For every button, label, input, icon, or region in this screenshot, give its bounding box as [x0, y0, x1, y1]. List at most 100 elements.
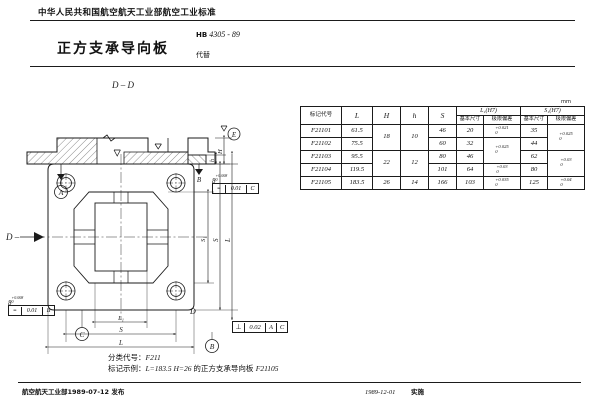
cell-H: 22 — [372, 150, 401, 177]
cell-S: 80 — [428, 150, 457, 164]
cell-S1: 125 — [520, 176, 548, 190]
cell-S1-tol-dn: 0 — [560, 181, 563, 187]
th-H: H — [372, 106, 401, 125]
cell-L1-tol-dn: 0 — [495, 149, 498, 155]
cell-L: 119.5 — [341, 163, 373, 177]
dim-L1-label: L₁ — [117, 315, 124, 322]
cell-H: 26 — [372, 176, 401, 190]
document-title: 正方支承导向板 — [57, 41, 169, 57]
note-marking-example: 标记示例：L=183.5 H=26 的正方支承导向板 F21105 — [108, 363, 279, 374]
cell-S: 60 — [428, 137, 457, 151]
cell-L1: 64 — [456, 163, 484, 177]
bolt-holes — [56, 173, 186, 301]
cell-code: F21105 — [300, 176, 342, 190]
th-S1-basic: 基本尺寸 — [520, 115, 548, 125]
cell-L: 61.5 — [341, 124, 373, 138]
dim-h-label: h — [210, 159, 216, 162]
cell-S1-tol-dn: 0 — [560, 162, 563, 168]
section-cut-label-right: D — [189, 307, 196, 316]
footer-effective: 1989-12-01 实施 — [365, 386, 424, 396]
cell-L: 183.5 — [341, 176, 373, 190]
cell-code: F21104 — [300, 163, 342, 177]
cell-L1: 46 — [456, 150, 484, 164]
fcf-top-tol-upper: +0.008 — [215, 173, 228, 178]
cell-L1-tol-up: +0.03 — [496, 163, 508, 169]
table-header-row-1: 标记代号 L H h S L₁(H7) S₁(H7) — [300, 106, 585, 125]
parallelism-icon: ≡ — [213, 184, 226, 193]
footer-effective-label: 实施 — [410, 388, 424, 396]
dim-L-label-vert: L — [224, 238, 232, 243]
standard-number: HB 4305 - 89 — [196, 30, 240, 39]
inner-octagon — [73, 191, 169, 284]
replaces-label: 代替 — [196, 51, 210, 59]
th-S1-group: S₁(H7) — [520, 106, 585, 116]
cell-S1-tol-dn: 0 — [559, 136, 562, 142]
cell-L1-tol-up: +0.035 — [495, 176, 509, 182]
th-S1-deviation: 极限偏差 — [547, 115, 585, 125]
fcf-left-tol-lower: 0 — [11, 299, 14, 304]
cell-L1: 20 — [456, 124, 484, 138]
th-h: h — [400, 106, 429, 125]
fcf-left: 8 +0.008 0 ≡ 0.01 B — [8, 296, 55, 316]
cell-S1: 62 — [520, 150, 548, 164]
cell-L1-tol-dn: 0 — [495, 129, 498, 135]
parallelism-icon-left: ≡ — [9, 306, 22, 315]
fcf-left-tolerance: 0.01 — [22, 306, 43, 315]
header-divider — [30, 20, 575, 21]
th-L: L — [341, 106, 373, 125]
cell-code: F21101 — [300, 124, 342, 138]
note-class-value: F211 — [145, 353, 161, 362]
cell-S1-tol-up: +0.03 — [560, 157, 572, 163]
note-example-dims: L=183.5 H=26 — [145, 364, 194, 373]
cell-h: 10 — [400, 124, 429, 151]
cell-S: 166 — [428, 176, 457, 190]
plate-outline — [47, 163, 195, 311]
fcf-top-tol-lower: 0 — [215, 177, 218, 182]
fcf-perp-tolerance: 0.02 — [245, 322, 266, 332]
dim-S-label-bottom: S — [119, 326, 123, 334]
ministry-standard-title: 中华人民共和国航空航天工业部航空工业标准 — [38, 8, 217, 18]
section-view-dd: D – D A B H h E — [26, 80, 241, 199]
cell-L: 75.5 — [341, 137, 373, 151]
standard-prefix: HB — [196, 31, 208, 39]
note-example-name: 的正方支承导向板 — [193, 364, 256, 373]
cell-L1-tol-up: +0.021 — [495, 124, 509, 130]
specification-table: 标记代号 L H h S L₁(H7) S₁(H7) 基本尺寸 极限偏差 基本尺… — [300, 106, 585, 190]
dim-S-label: S — [212, 238, 220, 242]
datum-c-label: C — [79, 330, 85, 339]
cell-S: 46 — [428, 124, 457, 138]
cell-S1-tol-up: +0.04 — [560, 176, 572, 182]
cell-L1-tol-dn: 0 — [496, 168, 499, 174]
fcf-left-datum: B — [46, 307, 51, 314]
footer-effective-date: 1989-12-01 — [365, 389, 396, 396]
cell-L1: 103 — [456, 176, 484, 190]
dim-L-label-bottom: L — [118, 339, 123, 347]
note-example-label: 标记示例： — [108, 364, 146, 373]
fcf-perpendicularity: ⊥ 0.02 A C — [232, 321, 288, 333]
cell-code: F21103 — [300, 150, 342, 164]
note-example-code: F21105 — [255, 364, 279, 373]
cell-S: 101 — [428, 163, 457, 177]
datum-a-label-section: A — [58, 188, 64, 197]
plan-view: D – D C B S₁ S L L₁ S L — [5, 149, 238, 354]
th-L1-deviation: 极限偏差 — [483, 115, 521, 125]
note-class-label: 分类代号： — [108, 353, 146, 362]
fcf-left-tol-upper: +0.008 — [11, 295, 24, 300]
cell-S1-tol-up: +0.025 — [559, 131, 573, 137]
dim-H-label: H — [217, 149, 224, 155]
cell-H: 18 — [372, 124, 401, 151]
section-label-dd: D – D — [111, 80, 134, 90]
th-S: S — [428, 106, 457, 125]
cell-L: 95.5 — [341, 150, 373, 164]
cell-L1-tol-dn: 0 — [495, 181, 498, 187]
dim-S1-label: S₁ — [200, 236, 207, 242]
fcf-top-value: 8 — [212, 177, 216, 185]
fcf-perp-datum-c: C — [279, 323, 285, 331]
cell-L1: 32 — [456, 137, 484, 151]
